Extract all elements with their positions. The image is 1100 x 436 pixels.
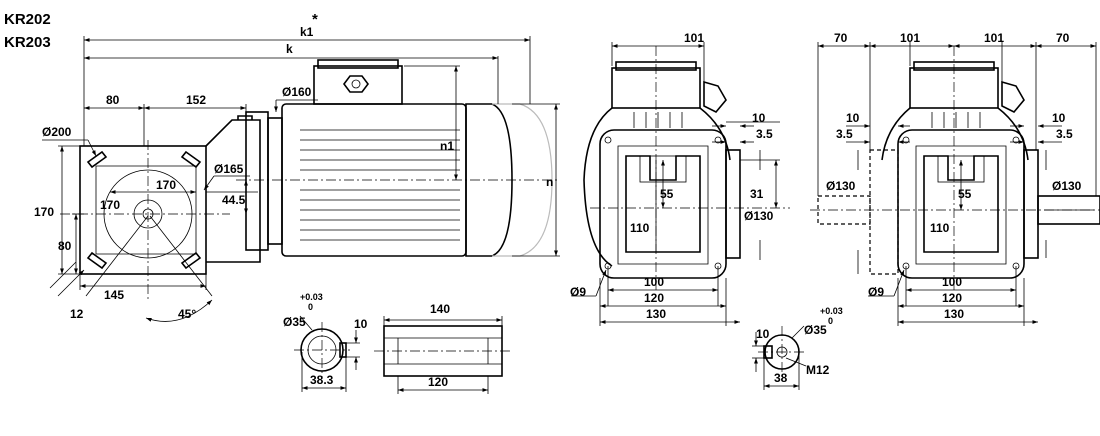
dim-44-5: 44.5 [222, 193, 246, 207]
dim-10-shaft: 10 [354, 317, 368, 331]
front2-cable-gland-icon [1001, 80, 1025, 113]
dim-31: 31 [750, 187, 764, 201]
dim-n1: n1 [440, 139, 454, 153]
dim-d9-front: Ø9 [570, 285, 586, 299]
dim-k1-star: * [312, 11, 318, 28]
dim-110-double: 110 [930, 221, 950, 235]
tolerance-zero-shaft: 0 [308, 302, 313, 312]
dim-d130-left: Ø130 [826, 179, 856, 193]
dim-3-5-right: 3.5 [1056, 127, 1073, 141]
dim-d9-double: Ø9 [868, 285, 884, 299]
keyed-shaft-detail: 10 Ø35 +0.03 0 M12 38 [752, 306, 843, 390]
optional-left-shaft [817, 195, 871, 225]
side-view-dimensions: k1 * k 80 152 Ø160 Ø200 Ø165 170 170 44.… [34, 11, 560, 322]
dim-d130-front: Ø130 [744, 209, 774, 223]
dim-100-double: 100 [942, 275, 962, 289]
front-view-single-shaft [583, 46, 790, 290]
tolerance-zero-key: 0 [828, 316, 833, 326]
dim-38-3: 38.3 [310, 373, 334, 387]
dim-k: k [286, 42, 293, 56]
dim-130-double: 130 [944, 307, 964, 321]
dim-80-top: 80 [106, 93, 120, 107]
front-view-double-shaft [810, 46, 1100, 290]
dim-101-left: 101 [900, 31, 920, 45]
dim-m12: M12 [806, 363, 830, 377]
optional-left-flange [869, 149, 899, 275]
dim-45-degree: 45° [178, 307, 196, 321]
front-cable-gland-icon [703, 80, 727, 113]
flange-slots [86, 150, 202, 270]
dim-120-double: 120 [942, 291, 962, 305]
dim-55-front: 55 [660, 187, 674, 201]
dim-170-left: 170 [34, 205, 54, 219]
dim-70-right: 70 [1056, 31, 1070, 45]
right-output-shaft [1037, 195, 1100, 225]
dim-145: 145 [104, 288, 124, 302]
dim-3-5-front: 3.5 [756, 127, 773, 141]
dim-38: 38 [774, 371, 788, 385]
dim-80-left: 80 [58, 239, 72, 253]
dim-d35-key: Ø35 [804, 323, 827, 337]
gearbox-flange [79, 145, 207, 275]
dim-d200: Ø200 [42, 125, 72, 139]
dim-101-front: 101 [684, 31, 704, 45]
terminal-box [313, 65, 403, 105]
front-view-double-dimensions: 70 101 101 70 10 3.5 10 3.5 Ø130 Ø130 55… [817, 31, 1097, 326]
tolerance-plus-key: +0.03 [820, 306, 843, 316]
dim-10-front: 10 [752, 111, 766, 125]
dim-10-key: 10 [756, 327, 770, 341]
dim-n: n [546, 175, 553, 189]
hollow-shaft-detail: 140 120 [374, 302, 512, 394]
cable-gland-icon [343, 75, 369, 93]
dim-120-shaft: 120 [428, 375, 448, 389]
dim-k1: k1 [300, 25, 314, 39]
dim-110-front: 110 [630, 221, 650, 235]
dim-170-vertical: 170 [100, 198, 120, 212]
dim-140: 140 [430, 302, 450, 316]
dim-130-front: 130 [646, 307, 666, 321]
dim-55-double: 55 [958, 187, 972, 201]
dim-d130-right: Ø130 [1052, 179, 1082, 193]
tolerance-plus-shaft: +0.03 [300, 292, 323, 302]
dim-d35-shaft: Ø35 [283, 315, 306, 329]
adapter-flange [245, 111, 269, 251]
dim-d160: Ø160 [282, 85, 312, 99]
dim-120-front: 120 [644, 291, 664, 305]
model-title-kr202: KR202 [4, 11, 51, 28]
dim-101-right: 101 [984, 31, 1004, 45]
dim-100-front: 100 [644, 275, 664, 289]
model-title-kr203: KR203 [4, 34, 51, 51]
motor-fins [300, 129, 460, 241]
dim-152: 152 [186, 93, 206, 107]
dim-70-left: 70 [834, 31, 848, 45]
dim-d165: Ø165 [214, 162, 244, 176]
shaft-section-detail: Ø35 +0.03 0 10 38.3 [283, 292, 368, 392]
dim-10-left: 10 [846, 111, 860, 125]
front-view-single-dimensions: 101 10 3.5 31 Ø130 55 110 Ø9 100 120 130 [570, 31, 780, 326]
dim-10-right: 10 [1052, 111, 1066, 125]
dim-170-horizontal: 170 [156, 178, 176, 192]
dim-3-5-left: 3.5 [836, 127, 853, 141]
dim-12: 12 [70, 307, 84, 321]
